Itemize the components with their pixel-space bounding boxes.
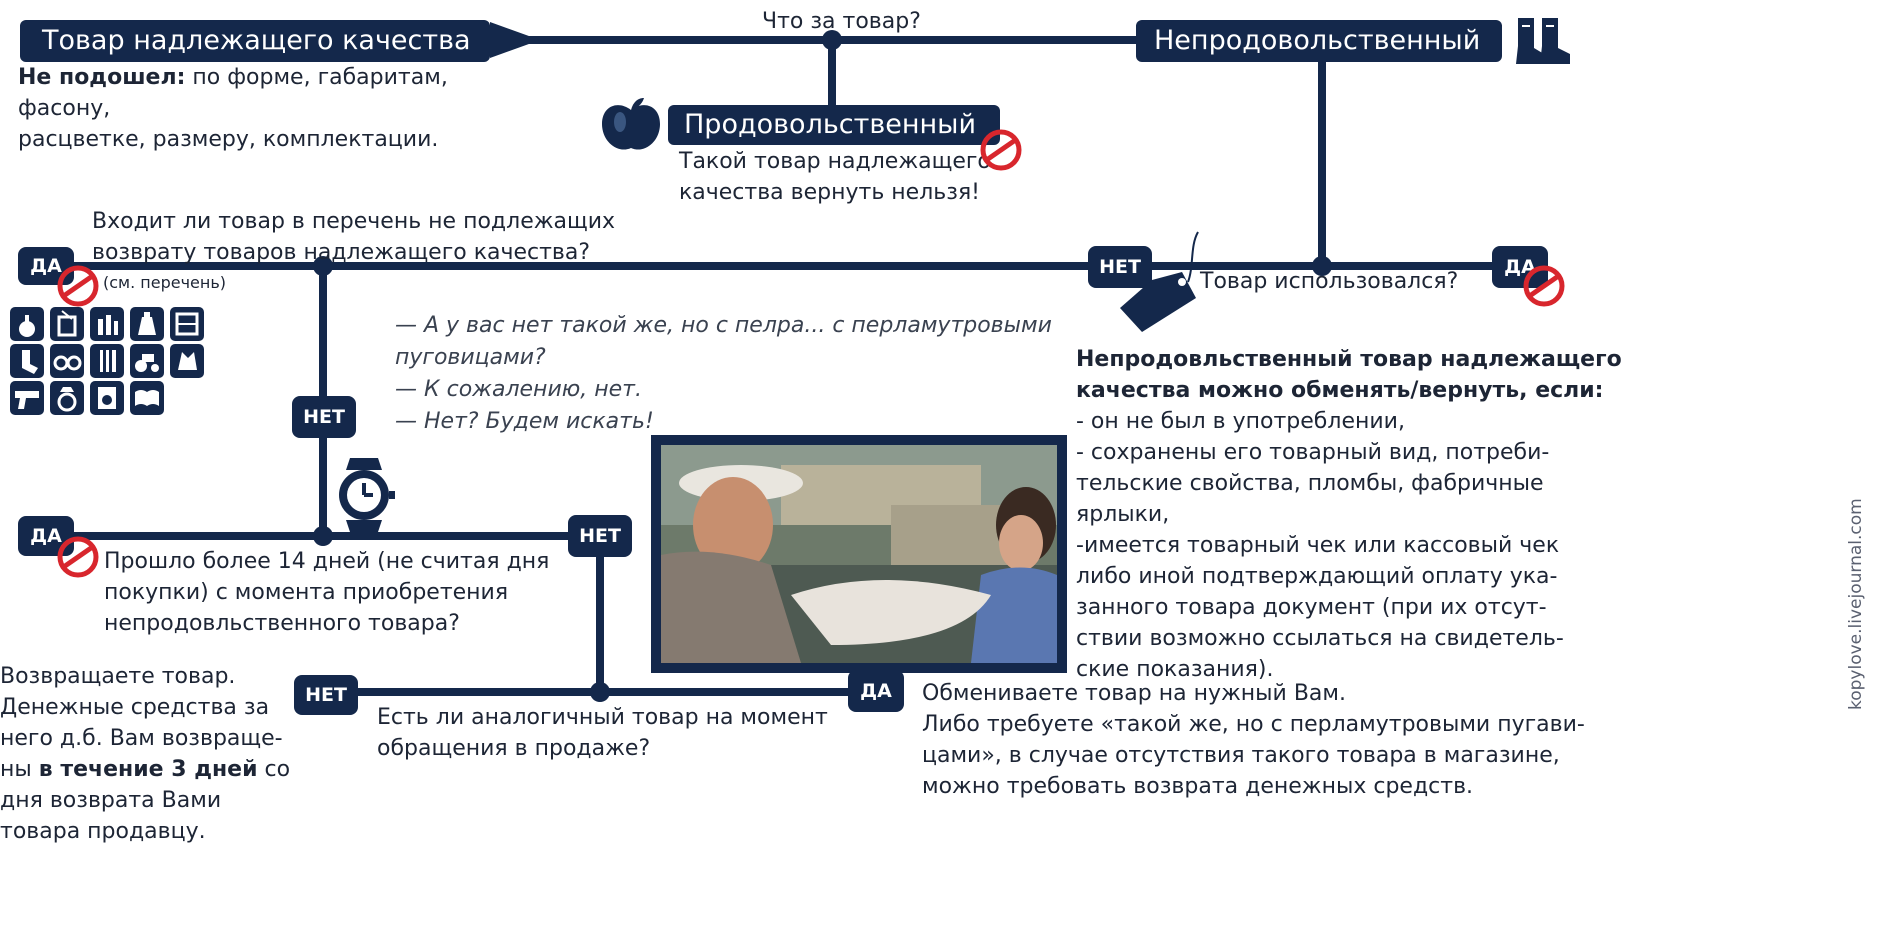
- conditions-line: занного товара документ (при их отсут-: [1076, 595, 1547, 620]
- conditions-line: тельские свойства, пломбы, фабричные: [1076, 471, 1544, 496]
- watermark-text: kopylove.livejournal.com: [1846, 498, 1866, 710]
- not-fit-line2: расцветке, размеру, комплектации.: [18, 127, 439, 152]
- conditions-line: либо иной подтверждающий оплату ука-: [1076, 564, 1558, 589]
- list-question-line1: Входит ли товар в перечень не подлежащих: [92, 209, 616, 234]
- no-entry-icon: [56, 264, 100, 312]
- watermark-anchor: kopylove.livejournal.com: [1846, 498, 1876, 730]
- food-note-line2: качества вернуть нельзя!: [679, 180, 980, 205]
- exchange-description: Обмениваете товар на нужный Вам. Либо тр…: [922, 678, 1585, 802]
- conditions-title-line1: Непродовльственный товар надлежащего: [1076, 347, 1622, 372]
- exchange-line1: Обмениваете товар на нужный Вам.: [922, 681, 1346, 706]
- movie-quote: — А у вас нет такой же, но с пелра... с …: [395, 310, 1052, 438]
- conditions-list: - он не был в употреблении, - сохранены …: [1076, 406, 1564, 685]
- cosmetics-icon: [90, 307, 124, 341]
- used-question: Товар использовался?: [1200, 269, 1459, 294]
- no-entry-icon: [979, 128, 1023, 176]
- no-entry-icon: [56, 535, 100, 583]
- glasses-icon: [50, 344, 84, 378]
- price-tag-icon: [1112, 226, 1222, 340]
- food-label: Продовольственный: [668, 105, 1000, 145]
- no-badge-analog: НЕТ: [294, 675, 358, 715]
- refund-line4-post: со: [257, 757, 291, 782]
- no-badge-days: НЕТ: [568, 515, 632, 557]
- wristwatch-icon: [334, 456, 396, 538]
- exchange-line2: Либо требуете «такой же, но с перламутро…: [922, 712, 1585, 737]
- toiletries-icon: [50, 307, 84, 341]
- yes-badge-analog: ДА: [848, 670, 904, 712]
- refund-deadline: в течение 3 дней: [38, 757, 258, 782]
- conditions-line: ствии возможно ссылаться на свидетель-: [1076, 626, 1564, 651]
- quote-line1: — А у вас нет такой же, но с пелра... с …: [395, 313, 1052, 338]
- pet-icon: [170, 344, 204, 378]
- detergent-icon: [130, 307, 164, 341]
- refund-line2: Денежные средства за: [0, 695, 270, 720]
- yes-badge-list: ДА: [18, 247, 74, 285]
- quote-line2: пуговицами?: [395, 345, 546, 370]
- boots-icon: [1512, 16, 1574, 70]
- refund-line3: него д.б. Вам возвраще-: [0, 726, 283, 751]
- movie-still-photo: [651, 435, 1067, 673]
- food-note: Такой товар надлежащего качества вернуть…: [679, 146, 991, 208]
- conditions-title: Непродовльственный товар надлежащего кач…: [1076, 344, 1622, 406]
- not-fit-description: Не подошел: по форме, габаритам, фасону,…: [18, 62, 538, 155]
- what-goods-question: Что за товар?: [762, 9, 921, 34]
- days-question-line2: покупки) с момента приобретения: [104, 580, 509, 605]
- fabric-icon: [170, 307, 204, 341]
- conditions-line: -имеется товарный чек или кассовый чек: [1076, 533, 1560, 558]
- perfume-icon: [10, 307, 44, 341]
- refund-line4-pre: ны: [0, 757, 39, 782]
- no-badge-used: НЕТ: [1088, 246, 1152, 288]
- days-question: Прошло более 14 дней (не считая дня поку…: [104, 546, 549, 639]
- pistol-icon: [10, 381, 44, 415]
- yes-badge-days: ДА: [18, 516, 74, 556]
- conditions-line: ские показания).: [1076, 657, 1274, 682]
- cutlery-icon: [90, 344, 124, 378]
- socks-icon: [10, 344, 44, 378]
- analog-question-line1: Есть ли аналогичный товар на момент: [377, 705, 828, 730]
- movie-still-image: [661, 445, 1057, 663]
- list-question-line2: возврату товаров надлежащего качества?: [92, 240, 591, 265]
- days-question-line1: Прошло более 14 дней (не считая дня: [104, 549, 550, 574]
- list-question: Входит ли товар в перечень не подлежащих…: [92, 206, 615, 268]
- food-note-line1: Такой товар надлежащего: [679, 149, 991, 174]
- not-fit-label: Не подошел:: [18, 65, 186, 90]
- conditions-line: - он не был в употреблении,: [1076, 409, 1405, 434]
- exchange-line4: можно требовать возврата денежных средст…: [922, 774, 1474, 799]
- nonfood-label: Непродовольственный: [1136, 20, 1502, 62]
- list-reference: (см. перечень): [103, 273, 227, 292]
- days-question-line3: непродовльственного товара?: [104, 611, 460, 636]
- quality-goods-title: Товар надлежащего качества: [20, 20, 490, 62]
- analog-question: Есть ли аналогичный товар на момент обра…: [377, 702, 828, 764]
- ring-icon: [50, 381, 84, 415]
- exchange-line3: цами», в случае отсутствия такого товара…: [922, 743, 1560, 768]
- refund-line1: Возвращаете товар.: [0, 664, 236, 689]
- no-badge-list: НЕТ: [292, 396, 356, 438]
- conditions-line: - сохранены его товарный вид, потреби-: [1076, 440, 1550, 465]
- refund-line5: дня возврата Вами: [0, 788, 222, 813]
- conditions-line: ярлыки,: [1076, 502, 1170, 527]
- book-icon: [130, 381, 164, 415]
- not-fit-line1: по форме, габаритам, фасону,: [18, 65, 448, 121]
- no-entry-icon: [1522, 264, 1566, 312]
- apple-icon: [600, 96, 662, 158]
- conditions-title-line2: качества можно обменять/вернуть, если:: [1076, 378, 1604, 403]
- quote-line4: — Нет? Будем искать!: [395, 409, 654, 434]
- quote-line3: — К сожалению, нет.: [395, 377, 642, 402]
- refund-line6: товара продавцу.: [0, 819, 206, 844]
- refund-description: Возвращаете товар. Денежные средства за …: [0, 661, 290, 847]
- tractor-icon: [130, 344, 164, 378]
- washing-machine-icon: [90, 381, 124, 415]
- analog-question-line2: обращения в продаже?: [377, 736, 651, 761]
